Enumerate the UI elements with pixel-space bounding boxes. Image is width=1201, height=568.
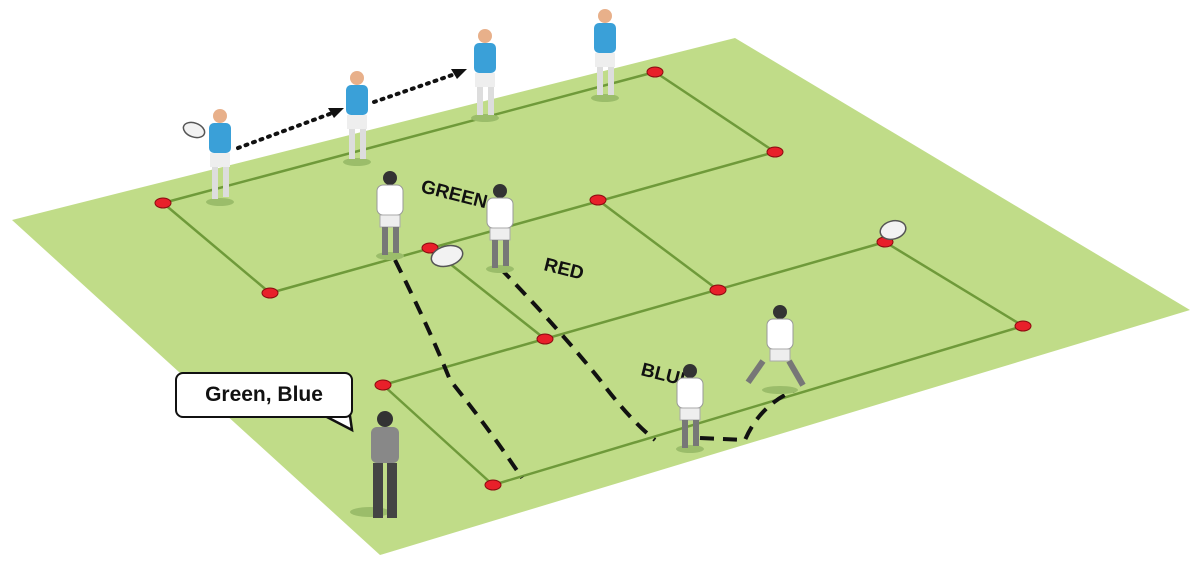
cone	[589, 194, 607, 206]
cone	[536, 333, 554, 345]
cone	[421, 242, 439, 254]
coach	[350, 411, 399, 518]
rugby-balls	[182, 121, 907, 268]
cone	[709, 284, 727, 296]
cone	[1014, 320, 1032, 332]
attacking-players	[206, 9, 619, 206]
cone	[484, 479, 502, 491]
defending-players	[376, 171, 806, 453]
cone	[154, 197, 172, 209]
cone	[374, 379, 392, 391]
pass-arrows	[236, 71, 460, 150]
cones	[154, 66, 1032, 491]
player-blue	[206, 109, 234, 206]
arrow-head	[328, 108, 344, 118]
arrow-head	[451, 69, 467, 79]
cone	[646, 66, 664, 78]
player-white	[486, 184, 514, 273]
grid-lines	[162, 70, 1024, 487]
player-blue	[471, 29, 499, 122]
rugby-ball-icon	[182, 121, 206, 139]
player-blue	[591, 9, 619, 102]
player-white	[676, 364, 704, 453]
player-white	[376, 171, 404, 260]
player-blue	[343, 71, 371, 166]
coach-callout: Green, Blue	[175, 372, 353, 418]
rugby-ball-icon	[879, 219, 907, 241]
run-lines	[393, 259, 796, 480]
cone	[261, 287, 279, 299]
cone	[766, 146, 784, 158]
player-white	[745, 305, 806, 394]
pitch	[12, 38, 1190, 555]
rugby-ball-icon	[430, 244, 464, 268]
